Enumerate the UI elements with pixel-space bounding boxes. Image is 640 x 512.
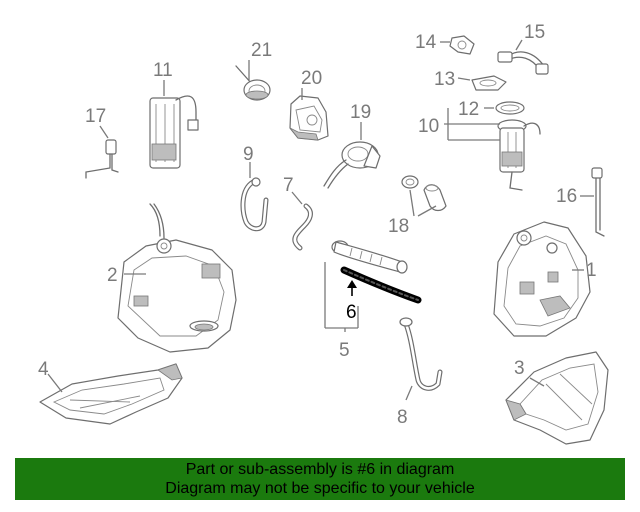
callout-3: 3 <box>514 358 525 379</box>
part-6-hose-highlighted[interactable] <box>340 266 422 304</box>
callout-4: 4 <box>38 359 49 380</box>
callout-7: 7 <box>283 175 294 196</box>
callout-1: 1 <box>586 260 597 281</box>
part-19-filler-neck[interactable] <box>323 141 381 189</box>
part-9-fuel-line[interactable] <box>240 177 269 232</box>
part-4-heat-shield[interactable] <box>39 363 183 425</box>
callout-16: 16 <box>556 186 577 207</box>
part-3-heat-shield-right[interactable] <box>505 351 609 445</box>
part-14-clamp[interactable] <box>449 35 475 55</box>
part-21-filler-cap[interactable] <box>235 65 271 101</box>
callout-10: 10 <box>418 116 439 137</box>
callout-13: 13 <box>434 69 455 90</box>
callout-2: 2 <box>107 265 118 286</box>
callout-19: 19 <box>350 102 371 123</box>
callout-20: 20 <box>301 68 322 89</box>
part-11-fuel-pump[interactable] <box>149 95 199 169</box>
part-13-retainer[interactable] <box>471 75 507 91</box>
callout-21: 21 <box>251 40 272 61</box>
part-12-seal[interactable] <box>495 101 525 115</box>
part-7-vent-line[interactable] <box>292 203 313 251</box>
part-17-sensor[interactable] <box>85 139 119 179</box>
part-5-hose-assembly[interactable] <box>331 240 408 274</box>
callout-15: 15 <box>524 22 545 43</box>
part-2-fuel-tank-left[interactable] <box>117 203 237 353</box>
part-10-pump-module[interactable] <box>497 119 541 191</box>
part-18-fittings[interactable] <box>401 175 447 212</box>
callout-5: 5 <box>339 340 350 361</box>
parts-diagram: 21 20 11 17 9 7 <box>38 22 609 445</box>
part-15-bracket[interactable] <box>497 51 549 75</box>
banner-line-2: Diagram may not be specific to your vehi… <box>165 480 475 497</box>
part-1-fuel-tank-right[interactable] <box>493 221 591 337</box>
callout-11: 11 <box>153 60 173 81</box>
callout-17: 17 <box>85 106 106 127</box>
part-16-sensor-rod[interactable] <box>591 167 605 237</box>
part-8-filler-pipe[interactable] <box>399 317 443 391</box>
info-banner: Part or sub-assembly is #6 in diagram Di… <box>15 458 625 500</box>
part-20-filler-housing[interactable] <box>289 95 329 141</box>
callout-12: 12 <box>458 99 479 120</box>
callout-18: 18 <box>388 216 409 237</box>
banner-line-1: Part or sub-assembly is #6 in diagram <box>185 461 455 478</box>
callout-8: 8 <box>397 407 408 428</box>
callout-14: 14 <box>415 32 437 53</box>
callout-9: 9 <box>243 144 254 165</box>
callout-6: 6 <box>346 302 357 323</box>
